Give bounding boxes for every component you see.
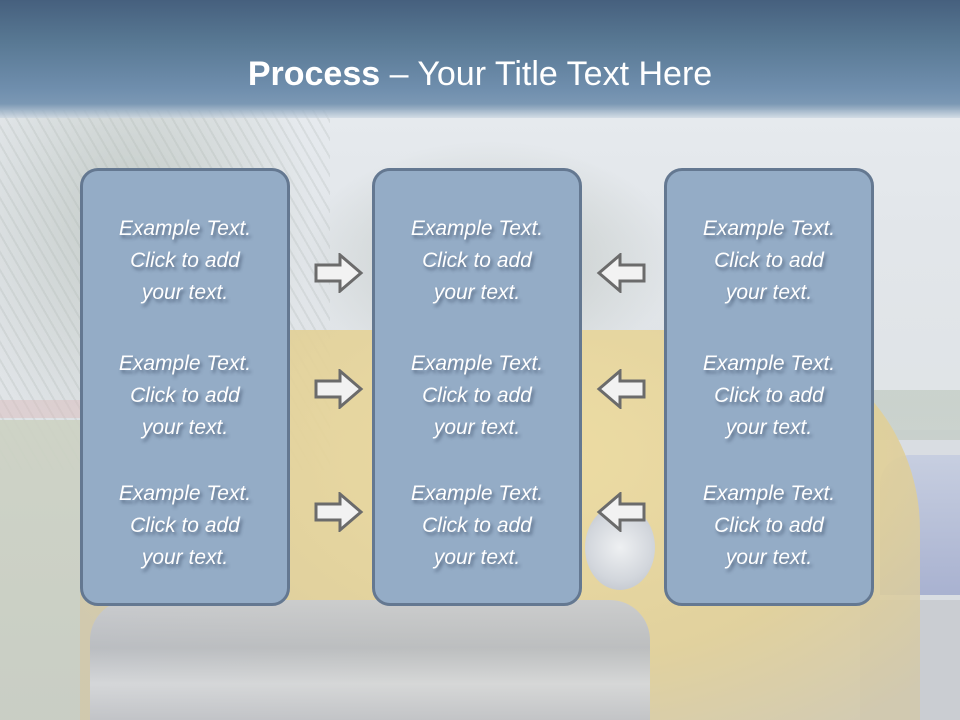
text-line: Example Text.: [118, 352, 252, 375]
text-line: Example Text.: [118, 482, 252, 505]
text-line: Click to add: [130, 384, 240, 407]
text-block[interactable]: Example Text. Click to add your text.: [375, 213, 579, 309]
text-block[interactable]: Example Text. Click to add your text.: [667, 348, 871, 444]
arrow-right-icon[interactable]: [314, 253, 364, 293]
text-line: Example Text.: [118, 217, 252, 240]
text-block[interactable]: Example Text. Click to add your text.: [83, 213, 287, 309]
text-line: your text.: [141, 416, 229, 439]
process-box-center[interactable]: Example Text. Click to add your text. Ex…: [372, 168, 582, 606]
text-line: your text.: [433, 281, 521, 304]
text-line: Example Text.: [702, 217, 836, 240]
text-line: Example Text.: [410, 482, 544, 505]
text-block[interactable]: Example Text. Click to add your text.: [375, 348, 579, 444]
awning: [0, 400, 80, 418]
text-line: your text.: [433, 546, 521, 569]
text-block[interactable]: Example Text. Click to add your text.: [375, 478, 579, 574]
arrow-right-icon[interactable]: [314, 492, 364, 532]
text-line: your text.: [141, 546, 229, 569]
text-line: Example Text.: [702, 482, 836, 505]
text-block[interactable]: Example Text. Click to add your text.: [83, 478, 287, 574]
process-box-left[interactable]: Example Text. Click to add your text. Ex…: [80, 168, 290, 606]
car-grille: [90, 600, 650, 720]
text-line: your text.: [141, 281, 229, 304]
text-line: Click to add: [422, 514, 532, 537]
text-line: Example Text.: [702, 352, 836, 375]
text-line: Click to add: [130, 249, 240, 272]
arrow-left-icon[interactable]: [596, 253, 646, 293]
text-line: Click to add: [422, 249, 532, 272]
text-block[interactable]: Example Text. Click to add your text.: [667, 478, 871, 574]
text-block[interactable]: Example Text. Click to add your text.: [667, 213, 871, 309]
text-line: your text.: [725, 281, 813, 304]
slide-title[interactable]: Process – Your Title Text Here: [0, 52, 960, 96]
text-line: your text.: [433, 416, 521, 439]
text-line: Click to add: [714, 249, 824, 272]
arrow-left-icon[interactable]: [596, 492, 646, 532]
text-line: Example Text.: [410, 352, 544, 375]
arrow-right-icon[interactable]: [314, 369, 364, 409]
arrow-left-icon[interactable]: [596, 369, 646, 409]
text-line: your text.: [725, 416, 813, 439]
text-line: your text.: [725, 546, 813, 569]
title-bold: Process: [247, 55, 381, 93]
text-line: Click to add: [422, 384, 532, 407]
text-block[interactable]: Example Text. Click to add your text.: [83, 348, 287, 444]
text-line: Click to add: [714, 514, 824, 537]
text-line: Click to add: [714, 384, 824, 407]
process-box-right[interactable]: Example Text. Click to add your text. Ex…: [664, 168, 874, 606]
title-band: [0, 0, 960, 118]
text-line: Example Text.: [410, 217, 544, 240]
title-rest: – Your Title Text Here: [380, 55, 713, 93]
text-line: Click to add: [130, 514, 240, 537]
